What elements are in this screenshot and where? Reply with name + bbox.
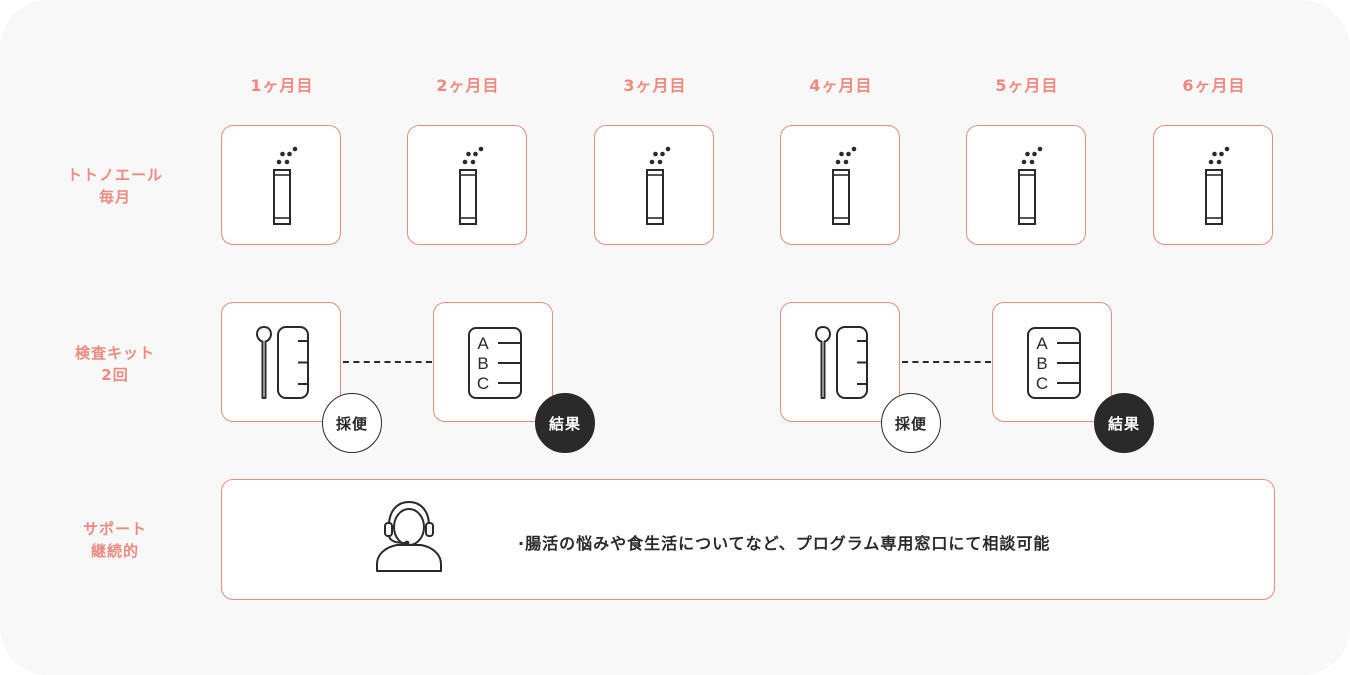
row-label-totonoeru: トトノエール 毎月 xyxy=(50,164,180,208)
report-letter-b: B xyxy=(1036,354,1047,373)
connector-line-1 xyxy=(343,361,432,363)
stick-pack-box-2 xyxy=(407,125,527,245)
row-label-support-line1: サポート xyxy=(82,520,147,538)
headset-operator-icon xyxy=(376,500,442,572)
result-badge-2: 結果 xyxy=(1094,393,1154,453)
row-label-totonoeru-line2: 毎月 xyxy=(98,188,131,206)
row-label-support: サポート 継続的 xyxy=(50,518,180,562)
month-label-4: 4ヶ月目 xyxy=(809,76,873,95)
row-label-support-line2: 継続的 xyxy=(90,542,139,560)
stick-pack-icon xyxy=(408,126,528,246)
month-label-5: 5ヶ月目 xyxy=(995,76,1059,95)
support-description: ·腸活の悩みや食生活についてなど、プログラム専用窓口にて相談可能 xyxy=(518,534,1051,553)
report-letter-a: A xyxy=(477,334,489,353)
report-letter-c: C xyxy=(477,374,489,393)
stick-pack-icon xyxy=(781,126,901,246)
stick-pack-box-1 xyxy=(221,125,341,245)
stick-pack-icon xyxy=(595,126,715,246)
stick-pack-icon xyxy=(222,126,342,246)
month-label-6: 6ヶ月目 xyxy=(1182,76,1246,95)
stick-pack-box-6 xyxy=(1153,125,1273,245)
sampling-kit-icon xyxy=(222,303,342,423)
stick-pack-box-3 xyxy=(594,125,714,245)
sampling-badge-2: 採便 xyxy=(881,393,941,453)
month-label-2: 2ヶ月目 xyxy=(436,76,500,95)
result-report-box-1: A B C xyxy=(433,302,553,422)
sampling-kit-box-1 xyxy=(221,302,341,422)
month-label-1: 1ヶ月目 xyxy=(250,76,314,95)
sampling-kit-box-2 xyxy=(780,302,900,422)
stick-pack-icon xyxy=(1154,126,1274,246)
month-label-3: 3ヶ月目 xyxy=(623,76,687,95)
row-label-kit-line2: 2回 xyxy=(101,366,129,384)
stick-pack-icon xyxy=(967,126,1087,246)
report-letter-a: A xyxy=(1036,334,1048,353)
report-letter-b: B xyxy=(477,354,488,373)
result-report-icon: A B C xyxy=(993,303,1113,423)
connector-line-2 xyxy=(902,361,991,363)
report-letter-c: C xyxy=(1036,374,1048,393)
result-report-box-2: A B C xyxy=(992,302,1112,422)
row-label-totonoeru-line1: トトノエール xyxy=(66,166,163,184)
support-box: ·腸活の悩みや食生活についてなど、プログラム専用窓口にて相談可能 xyxy=(221,479,1275,600)
stick-pack-box-4 xyxy=(780,125,900,245)
row-label-kit-line1: 検査キット xyxy=(74,344,155,362)
sampling-kit-icon xyxy=(781,303,901,423)
sampling-badge-1: 採便 xyxy=(322,393,382,453)
stick-pack-box-5 xyxy=(966,125,1086,245)
result-badge-1: 結果 xyxy=(535,393,595,453)
result-report-icon: A B C xyxy=(434,303,554,423)
row-label-kit: 検査キット 2回 xyxy=(50,342,180,386)
